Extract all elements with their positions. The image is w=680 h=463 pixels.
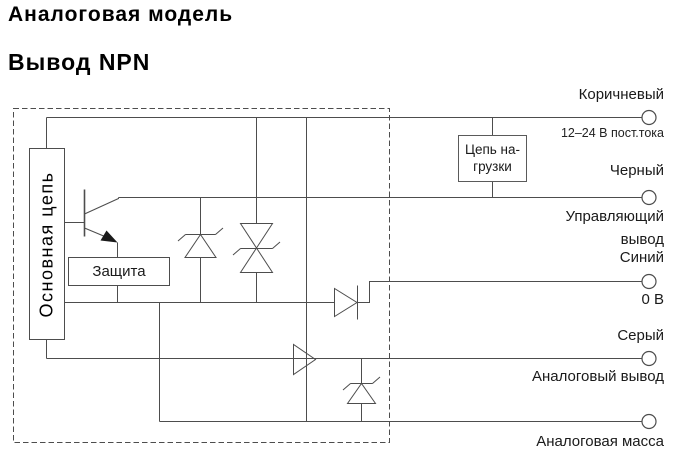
supply-wire-brown xyxy=(46,117,642,359)
load-circuit-label: Цепь на- грузки xyxy=(464,141,521,174)
protection-label: Защита xyxy=(92,263,146,280)
zener-diode-analog-icon xyxy=(342,358,381,422)
output-diode-icon xyxy=(334,285,358,320)
npn-transistor-icon xyxy=(63,189,119,257)
bidirectional-zener-icon xyxy=(232,117,281,303)
wire-label-gray: Серый xyxy=(617,327,664,344)
sensor-enclosure-dashed-border xyxy=(13,108,390,443)
transistor-collector xyxy=(84,197,119,215)
terminal-black xyxy=(641,189,657,206)
main-circuit-box: Основная цепь xyxy=(29,148,65,340)
protection-box: Защита xyxy=(68,257,170,286)
page-title: Аналоговая модель xyxy=(8,3,234,26)
terminal-analog-ground xyxy=(641,413,657,430)
buffer-amplifier-icon xyxy=(293,343,317,376)
wire-label-analog-output: Аналоговый вывод xyxy=(532,368,664,385)
terminal-brown xyxy=(641,109,657,126)
main-circuit-label: Основная цепь xyxy=(36,171,57,317)
zero-volt-wire-blue xyxy=(63,281,642,303)
wire-label-supply-voltage: 12–24 В пост.тока xyxy=(560,126,664,140)
wire-label-black: Черный xyxy=(609,162,664,179)
diagram-subtitle: Вывод NPN xyxy=(8,49,151,75)
wire-label-blue: Синий xyxy=(619,249,664,266)
wire-label-control-output: Управляющий вывод xyxy=(565,208,664,248)
analog-ground-wire xyxy=(159,302,642,422)
wire-label-brown: Коричневый xyxy=(578,86,664,103)
transistor-emitter xyxy=(84,227,118,257)
emitter-arrow-icon xyxy=(100,230,118,243)
terminal-blue xyxy=(641,273,657,290)
wire-label-analog-ground: Аналоговая масса xyxy=(536,433,664,450)
wire-label-zero-volt: 0 В xyxy=(641,291,664,308)
terminal-gray xyxy=(641,350,657,367)
load-circuit-box: Цепь на- грузки xyxy=(458,135,527,182)
zener-diode-left-icon xyxy=(177,197,224,303)
